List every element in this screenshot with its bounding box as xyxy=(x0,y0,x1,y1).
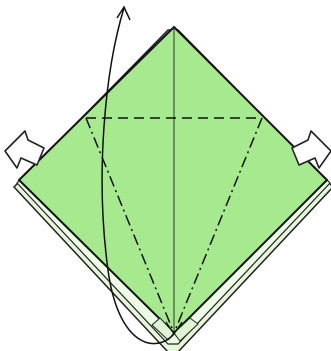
lift-up-arrowhead-icon xyxy=(117,7,130,20)
push-in-left-arrow-icon xyxy=(5,131,44,168)
folded-paper-diamond xyxy=(19,27,327,333)
push-in-right-arrow-icon xyxy=(292,131,331,168)
